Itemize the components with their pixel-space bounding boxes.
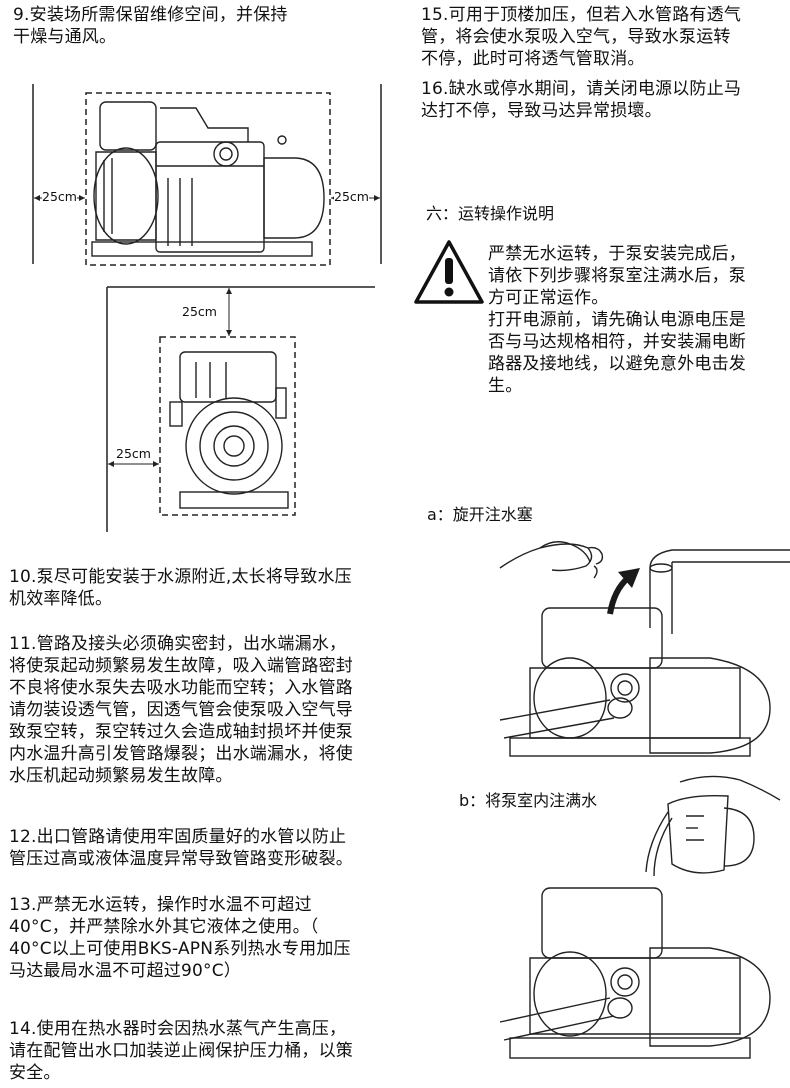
- item-15: 15.可用于顶楼加压，但若入水管路有透气 管，将会使水泵吸入空气，导致水泵运转 …: [421, 5, 742, 69]
- clearance-label-lower-left: 25cm: [116, 446, 151, 461]
- step-b-illustration: [499, 768, 790, 1084]
- step-a-label: a：旋开注水塞: [427, 505, 533, 524]
- clearance-label-right: 25cm: [334, 189, 369, 204]
- item-9: 9.安装场所需保留维修空间，并保持 干燥与通风。: [13, 5, 288, 47]
- step-b-label: b：将泵室内注满水: [459, 791, 598, 810]
- item-10: 10.泵尽可能安装于水源附近,太长将导致水压 机效率降低。: [9, 567, 352, 609]
- warning-text: 严禁无水运转，于泵安装完成后， 请依下列步骤将泵室注满水后，泵 方可正常运作。 …: [488, 244, 746, 396]
- item-12: 12.出口管路请使用牢固质量好的水管以防止 管压过高或液体温度异常导致管路变形破…: [9, 827, 353, 869]
- clearance-diagram-drawing: [32, 84, 382, 532]
- clearance-diagram: 25cm 25cm 25cm 25cm: [0, 62, 400, 532]
- item-16: 16.缺水或停水期间，请关闭电源以防止马 达打不停，导致马达异常损壞。: [421, 79, 742, 121]
- item-14: 14.使用在热水器时会因热水蒸气产生高压， 请在配管出水口加装逆止阀保护压力桶，…: [9, 1019, 353, 1083]
- clearance-label-top: 25cm: [182, 304, 217, 319]
- item-11: 11.管路及接头必须确实密封，出水端漏水， 将使泵起动频繁易发生故障，吸入端管路…: [9, 634, 353, 786]
- step-a-drawing: [499, 541, 790, 757]
- clearance-label-left: 25cm: [42, 189, 77, 204]
- section-title: 六：运转操作说明: [426, 204, 555, 223]
- item-13: 13.严禁无水运转，操作时水温不可超过 40°C，并严禁除水外其它液体之使用。（…: [9, 895, 351, 981]
- warning-triangle-icon: [414, 240, 484, 304]
- step-a-illustration: [499, 528, 790, 768]
- step-b-drawing: [499, 775, 781, 1059]
